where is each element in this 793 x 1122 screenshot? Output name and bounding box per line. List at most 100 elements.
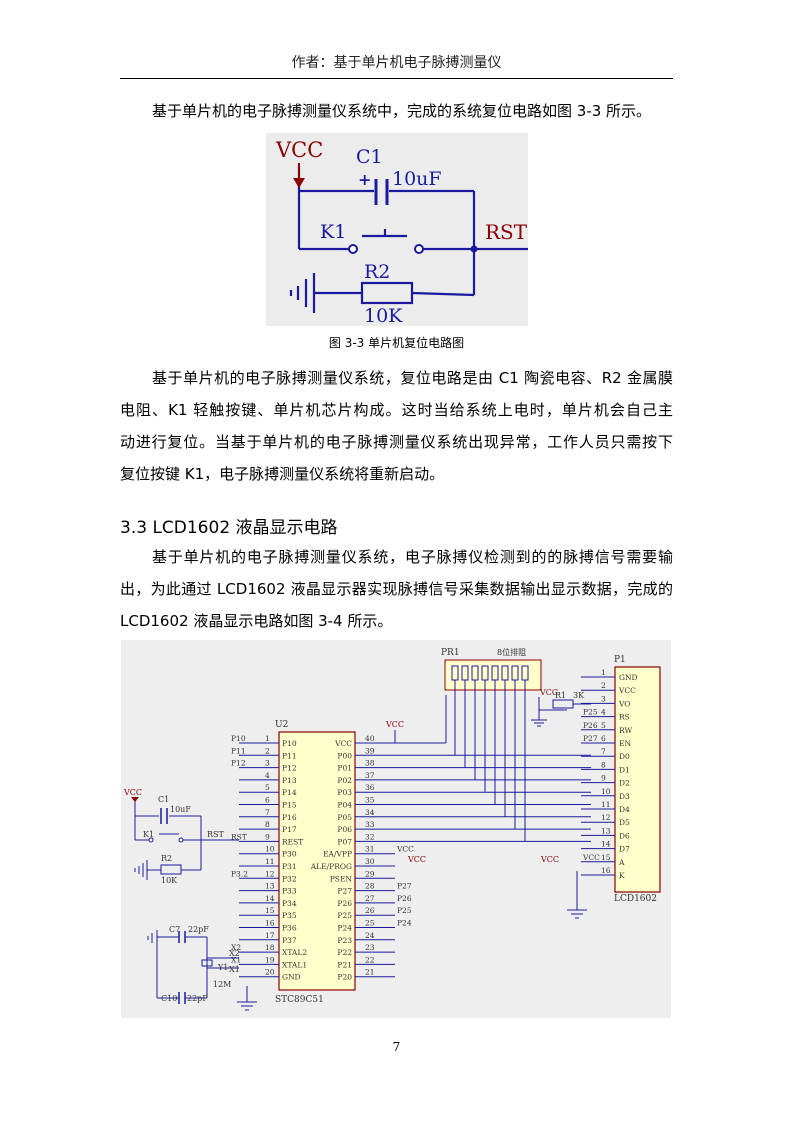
mcu-pin-name: P17 (282, 825, 297, 834)
rst-junction-dot (470, 245, 478, 253)
contrast-circuit (538, 697, 591, 716)
lcd-pin-number: 9 (601, 774, 606, 783)
mcu-pin-number: 3 (265, 759, 270, 768)
mcu-pin-number: 17 (265, 931, 275, 940)
mcu-pin-name: P11 (282, 751, 297, 760)
header-rule (120, 78, 673, 79)
mcu-pin-name: P04 (337, 801, 352, 810)
reset-circuit-figure: + VCC C1 10uF K1 RST R2 10K (266, 133, 528, 326)
mcu-pin-number: 31 (365, 845, 375, 854)
lcd-pin-name: D6 (619, 831, 630, 840)
mcu-pin-name: P27 (337, 887, 352, 896)
section-heading: 3.3 LCD1602 液晶显示电路 (120, 518, 338, 538)
mcu-pin-number: 20 (265, 968, 275, 977)
y1-value: 12M (213, 980, 231, 989)
lcd-pin-number: 16 (601, 866, 611, 875)
mcu-net-label: P11 (231, 746, 246, 755)
mcu-pin-number: 16 (265, 919, 275, 928)
lcd-pin-name: RS (619, 713, 630, 722)
reset-r2-value: 10K (364, 305, 403, 326)
y1-label: Y1 (217, 963, 228, 972)
mini-rst-label: RST (207, 830, 225, 839)
pr1-resistor-network (444, 659, 542, 691)
mcu-pin-name: GND (282, 973, 301, 982)
mcu-pin-number: 29 (365, 869, 375, 878)
mcu-pin-name: P22 (337, 948, 352, 957)
c1-plus-icon: + (358, 170, 371, 189)
lcd-pin-number: 11 (601, 800, 611, 809)
figure-caption: 图 3-3 单片机复位电路图 (328, 336, 465, 350)
mcu-pin-number: 38 (365, 759, 375, 768)
mcu-pin-name: P25 (337, 911, 352, 920)
paragraph-line: 基于单片机的电子脉搏测量仪系统，复位电路是由 C1 陶瓷电容、R2 金属膜 (152, 369, 673, 387)
mcu-pin-name: P34 (282, 899, 297, 908)
mcu-pin-number: 8 (265, 820, 270, 829)
lcd-name: LCD1602 (614, 894, 657, 904)
vcc-wires (373, 695, 447, 744)
lcd-pin-number: 13 (601, 826, 611, 835)
mcu-pin-number: 18 (265, 943, 275, 952)
mcu-pin-name: EA/VPP (323, 850, 352, 859)
mcu-ground-icon (237, 986, 257, 1011)
mcu-pin-number: 35 (365, 796, 375, 805)
mcu-pin-name: P35 (282, 911, 297, 920)
mcu-pin-number: 25 (365, 919, 375, 928)
mini-r2-label: R2 (161, 854, 172, 863)
ground-icon (289, 273, 316, 313)
mcu-pin-name: P14 (282, 788, 297, 797)
lcd-pin-name: D5 (619, 818, 630, 827)
r1-label: R1 (555, 691, 566, 700)
lcd-ref: P1 (614, 655, 626, 665)
paragraph-line: 动进行复位。当基于单片机的电子脉搏测量仪系统出现异常，工作人员只需按下 (120, 433, 673, 451)
lcd-pin-name: VCC (618, 686, 636, 695)
mcu-pin-number: 19 (265, 955, 275, 964)
mcu-pin-number: 28 (365, 882, 375, 891)
paragraph-line: 基于单片机的电子脉搏测量仪系统，电子脉搏仪检测到的的脉搏信号需要输 (152, 548, 673, 566)
mcu-pin-name: P31 (282, 862, 297, 871)
mcu-pin-number: 15 (265, 906, 275, 915)
mcu-pin-name: P13 (282, 776, 297, 785)
mcu-pin-name: P32 (282, 874, 297, 883)
mcu-pin-number: 5 (265, 783, 270, 792)
mcu-pin-name: P05 (337, 813, 352, 822)
lcd-pin-name: D3 (619, 792, 630, 801)
reset-r2-label: R2 (364, 261, 390, 283)
lcd-pin-number: 14 (601, 840, 611, 849)
paragraph-line: 出，为此通过 LCD1602 液晶显示器实现脉搏信号采集数据输出显示数据，完成的 (120, 580, 673, 598)
lcd-pin-number: 10 (601, 787, 611, 796)
mcu-pin-name: P15 (282, 801, 297, 810)
lcd-pin-name: D4 (619, 805, 630, 814)
mcu-right-pins: 40VCC39P0038P0137P0236P0335P0434P0533P06… (310, 734, 591, 982)
mcu-pin-number: 32 (365, 832, 375, 841)
backlight-vcc-label: VCC (540, 855, 559, 864)
mcu-pin-name: P24 (337, 924, 352, 933)
mcu-pin-number: 11 (265, 857, 275, 866)
mcu-pin-number: 23 (365, 943, 375, 952)
lcd-ground-wire (567, 871, 587, 919)
mcu-pin-number: 34 (365, 808, 375, 817)
mcu-pin-name: XTAL2 (282, 948, 307, 957)
lcd-pin-name: D2 (619, 779, 630, 788)
intro-paragraph: 基于单片机的电子脉搏测量仪系统中，完成的系统复位电路如图 3-3 所示。 (120, 95, 673, 127)
mcu-pin-name: P23 (337, 936, 352, 945)
reset-c1-label: C1 (356, 146, 383, 168)
lcd-pin-number: 6 (601, 734, 606, 743)
mcu-pin-name: VCC (334, 739, 352, 748)
mcu-pin-name: ALE/PROG (310, 862, 352, 871)
lcd-pin-number: 8 (601, 760, 606, 769)
mcu-ref: U2 (275, 720, 288, 730)
mcu-pin-name: P12 (282, 764, 297, 773)
reset-wires (297, 166, 528, 305)
mini-k1-contact-right (178, 837, 184, 843)
mini-c1-label: C1 (158, 795, 169, 804)
lcd-pin-name: RW (619, 726, 632, 735)
pr1-desc: 8位排阻 (497, 647, 526, 657)
mcu-pin-number: 14 (265, 894, 275, 903)
x1-label: X1 (229, 965, 240, 974)
reset-paragraph: 基于单片机的电子脉搏测量仪系统，复位电路是由 C1 陶瓷电容、R2 金属膜 电阻… (120, 362, 673, 490)
mcu-net-label: X2 (231, 943, 241, 952)
crystal-ground-icon (147, 930, 158, 946)
mini-reset-wires (134, 801, 239, 875)
contrast-vcc-label: VCC (539, 688, 558, 697)
mcu-pin-name: P02 (337, 776, 352, 785)
